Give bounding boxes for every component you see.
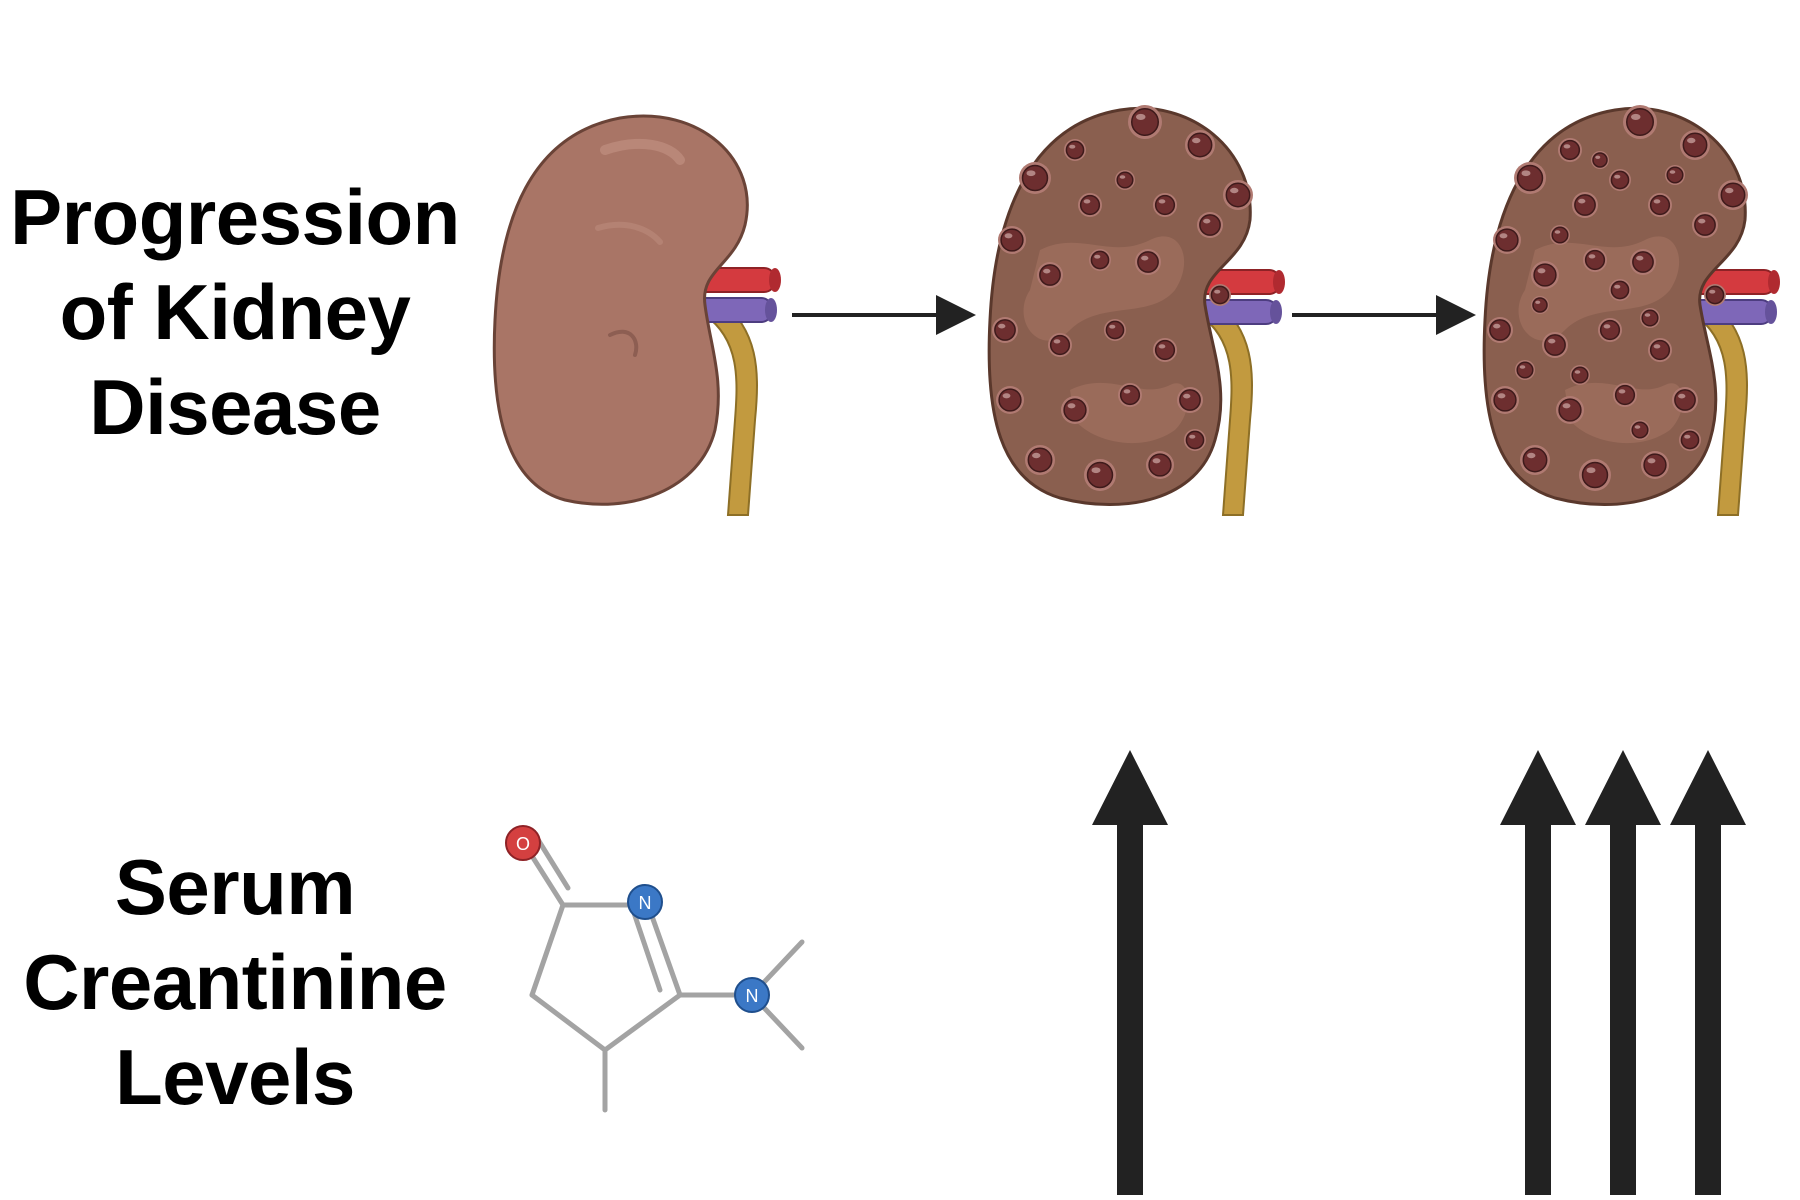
cyst	[1531, 296, 1549, 314]
cyst	[1598, 318, 1622, 342]
oxygen-atom: O	[505, 825, 541, 861]
cyst	[1609, 279, 1631, 301]
creatinine-label-line-3: Levels	[115, 1033, 355, 1121]
cyst	[1514, 162, 1546, 194]
cyst	[1104, 319, 1126, 341]
creatinine-label-line-2: Creantinine	[23, 938, 447, 1026]
cyst	[1037, 262, 1063, 288]
up-arrow-icon	[1670, 750, 1746, 1195]
bond-line	[645, 902, 683, 998]
cyst	[1718, 180, 1748, 210]
cyst	[1184, 429, 1206, 451]
cyst	[1153, 338, 1177, 362]
up-arrow-icon	[1585, 750, 1661, 1195]
cyst	[996, 386, 1024, 414]
cyst	[1630, 420, 1650, 440]
bond-line	[529, 902, 566, 998]
cyst-group-stage-3	[1487, 105, 1748, 491]
cyst	[1048, 333, 1072, 357]
cyst	[1089, 249, 1111, 271]
cyst	[1185, 130, 1215, 160]
cyst	[1648, 193, 1672, 217]
cyst	[1115, 170, 1135, 190]
cyst	[1520, 445, 1550, 475]
cyst	[1197, 212, 1223, 238]
cyst	[992, 317, 1018, 343]
cyst	[1579, 459, 1611, 491]
cyst	[1118, 383, 1142, 407]
cyst	[1550, 225, 1570, 245]
cyst	[1019, 162, 1051, 194]
cyst-group-stage-2	[992, 105, 1253, 491]
cyst	[1591, 151, 1609, 169]
progression-label-line-1: Progression	[10, 173, 460, 261]
diseased-kidney-stage-3-icon	[1482, 105, 1780, 516]
cyst	[1491, 386, 1519, 414]
cyst	[1556, 396, 1584, 424]
progression-label-line-2: of Kidney	[59, 268, 411, 356]
cyst	[1153, 193, 1177, 217]
cyst	[1078, 193, 1102, 217]
cyst	[1570, 365, 1590, 385]
cyst	[1583, 248, 1607, 272]
cyst	[1177, 387, 1203, 413]
cyst	[1665, 165, 1685, 185]
cyst	[1542, 332, 1568, 358]
cyst	[1613, 383, 1637, 407]
cyst	[1061, 396, 1089, 424]
creatinine-label: Serum Creantinine Levels	[0, 840, 470, 1125]
cyst	[1704, 284, 1726, 306]
cyst	[998, 226, 1026, 254]
creatinine-label-line-1: Serum	[114, 843, 356, 931]
cyst	[1680, 130, 1710, 160]
cyst	[1064, 139, 1086, 161]
cyst	[1641, 451, 1669, 479]
cyst	[1531, 261, 1559, 289]
cyst	[1558, 138, 1582, 162]
nitrogen-atom-label: N	[639, 893, 652, 913]
cyst	[1025, 445, 1055, 475]
diseased-kidney-stage-2-icon	[987, 105, 1285, 516]
cyst	[1515, 360, 1535, 380]
bond-line	[602, 992, 683, 1053]
up-arrow-icon	[1500, 750, 1576, 1195]
oxygen-atom-label: O	[516, 834, 530, 854]
cyst	[1672, 387, 1698, 413]
cyst	[1209, 284, 1231, 306]
creatinine-molecule-icon: O N N	[505, 825, 805, 1113]
healthy-kidney-icon	[492, 114, 781, 516]
nitrogen-atom-amine: N	[734, 977, 770, 1013]
up-arrow-icon	[1092, 750, 1168, 1195]
cyst	[1084, 459, 1116, 491]
bond-line	[529, 992, 608, 1053]
bond-line	[534, 835, 571, 891]
nitrogen-atom-label: N	[746, 986, 759, 1006]
progression-label: Progression of Kidney Disease	[0, 170, 470, 455]
nitrogen-atom-ring: N	[627, 884, 663, 920]
bond-line	[630, 907, 663, 993]
cyst	[1493, 226, 1521, 254]
cyst	[1648, 338, 1672, 362]
cyst	[1128, 105, 1162, 139]
cyst	[1679, 429, 1701, 451]
cyst	[1609, 169, 1631, 191]
cyst	[1623, 105, 1657, 139]
creatinine-increase-arrows	[1092, 750, 1746, 1195]
cyst	[1223, 180, 1253, 210]
cyst	[1572, 192, 1598, 218]
progression-label-line-3: Disease	[89, 363, 381, 451]
cyst	[1692, 212, 1718, 238]
cyst	[1630, 249, 1656, 275]
cyst	[1487, 317, 1513, 343]
cyst	[1640, 308, 1660, 328]
cyst	[1146, 451, 1174, 479]
cyst	[1135, 249, 1161, 275]
